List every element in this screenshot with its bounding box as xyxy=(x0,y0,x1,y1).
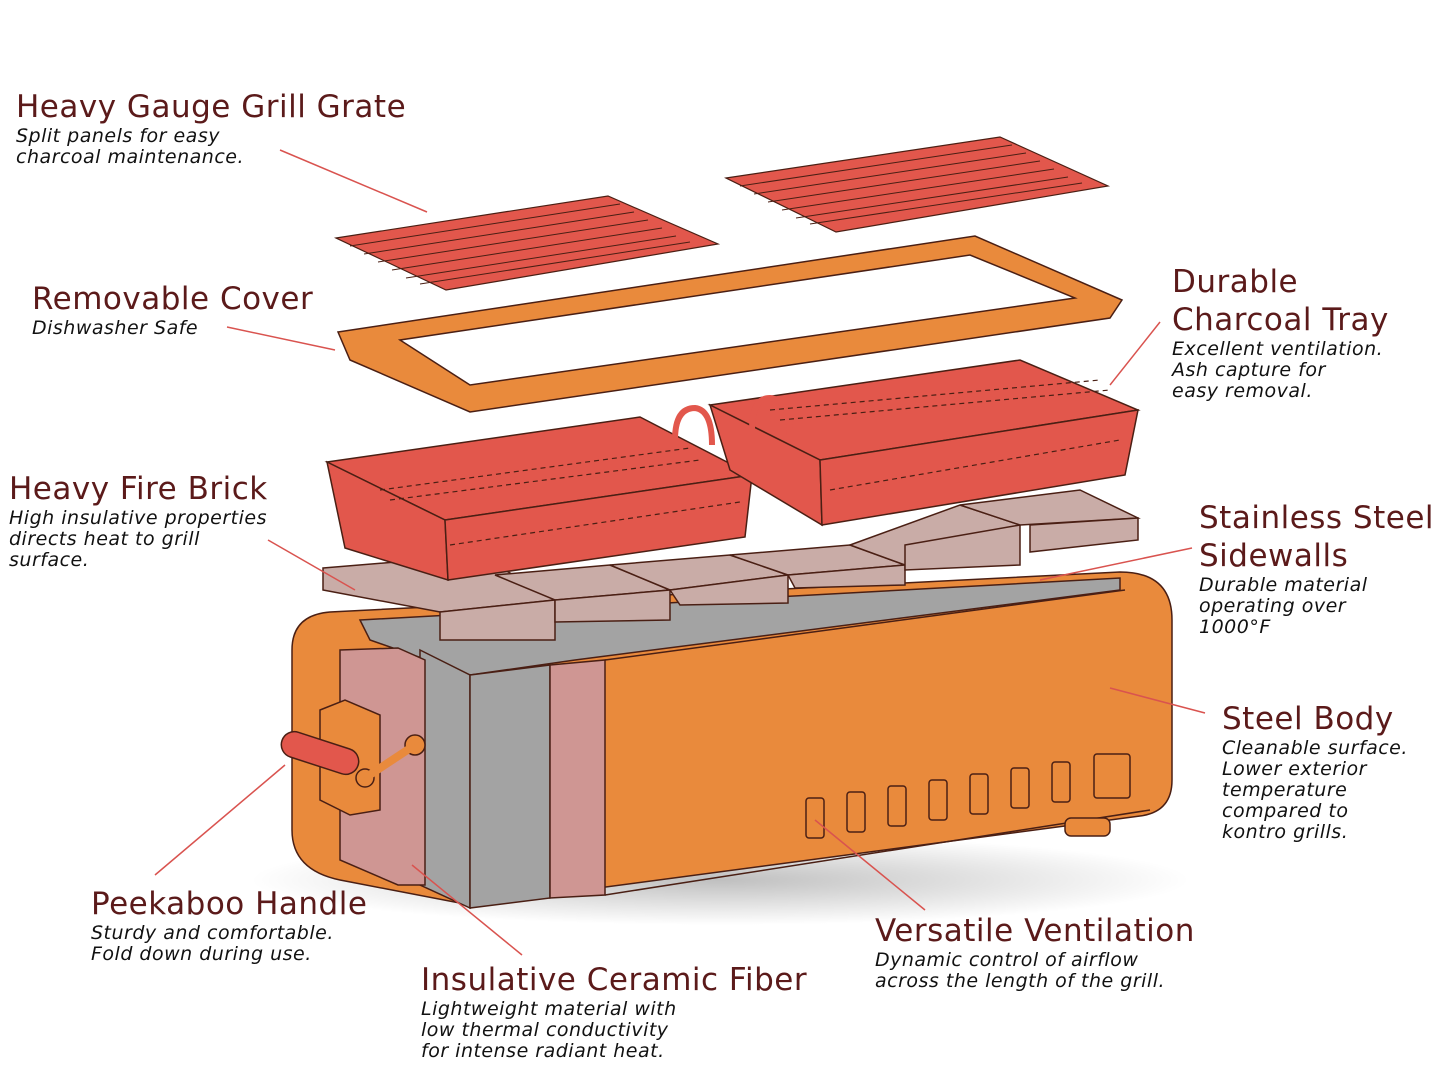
callout-title: Versatile Ventilation xyxy=(875,913,1195,949)
leader-ceramic-fiber xyxy=(411,864,523,956)
callout-title: Heavy Fire Brick xyxy=(9,471,268,507)
leader-steel-body xyxy=(1109,687,1206,714)
leader-ventilation xyxy=(814,819,926,911)
callout-title: Insulative Ceramic Fiber xyxy=(421,962,808,998)
callout-title: Durable Charcoal Tray xyxy=(1172,264,1389,338)
ventilation-slots xyxy=(805,753,1131,839)
callout-desc: Sturdy and comfortable. Fold down during… xyxy=(91,922,334,965)
callout-desc: Cleanable surface. Lower exterior temper… xyxy=(1222,737,1408,843)
callout-title: Steel Body xyxy=(1222,701,1394,737)
callout-grill-grate: Heavy Gauge Grill Grate Split panels for… xyxy=(16,88,406,168)
callout-fire-brick: Heavy Fire Brick High insulative propert… xyxy=(9,470,268,571)
callout-steel-body: Steel Body Cleanable surface. Lower exte… xyxy=(1222,700,1408,843)
callout-desc: Lightweight material with low thermal co… xyxy=(421,998,677,1062)
leader-lines xyxy=(154,149,1206,956)
leader-fire-brick xyxy=(267,539,356,591)
callout-sidewalls: Stainless Steel Sidewalls Durable materi… xyxy=(1199,499,1434,638)
callout-charcoal-tray: Durable Charcoal Tray Excellent ventilat… xyxy=(1172,263,1389,402)
callout-removable-cover: Removable Cover Dishwasher Safe xyxy=(32,280,313,339)
callout-desc: Durable material operating over 1000°F xyxy=(1199,574,1368,638)
callout-desc: High insulative properties directs heat … xyxy=(9,507,267,571)
callout-ceramic-fiber: Insulative Ceramic Fiber Lightweight mat… xyxy=(421,961,807,1062)
charcoal-trays xyxy=(324,359,1141,582)
callout-title: Removable Cover xyxy=(32,281,314,317)
leader-grill-grate xyxy=(279,149,428,213)
leader-peekaboo-handle xyxy=(154,764,286,876)
leader-removable-cover xyxy=(226,326,336,351)
callout-peekaboo-handle: Peekaboo Handle Sturdy and comfortable. … xyxy=(91,885,367,965)
callout-title: Heavy Gauge Grill Grate xyxy=(16,89,407,125)
callout-desc: Split panels for easy charcoal maintenan… xyxy=(16,125,244,168)
removable-cover xyxy=(336,235,1124,413)
callout-ventilation: Versatile Ventilation Dynamic control of… xyxy=(875,912,1195,992)
leader-charcoal-tray xyxy=(1109,321,1161,386)
leader-sidewalls xyxy=(1039,547,1193,581)
peekaboo-handle xyxy=(280,699,426,816)
callout-desc: Dishwasher Safe xyxy=(32,317,199,339)
callout-title: Peekaboo Handle xyxy=(91,886,368,922)
fire-bricks xyxy=(322,489,1141,641)
steel-body xyxy=(291,571,1173,910)
callout-desc: Dynamic control of airflow across the le… xyxy=(875,949,1166,992)
callout-title: Stainless Steel Sidewalls xyxy=(1199,500,1435,574)
grill-grates xyxy=(333,136,1111,291)
callout-desc: Excellent ventilation. Ash capture for e… xyxy=(1172,338,1384,402)
